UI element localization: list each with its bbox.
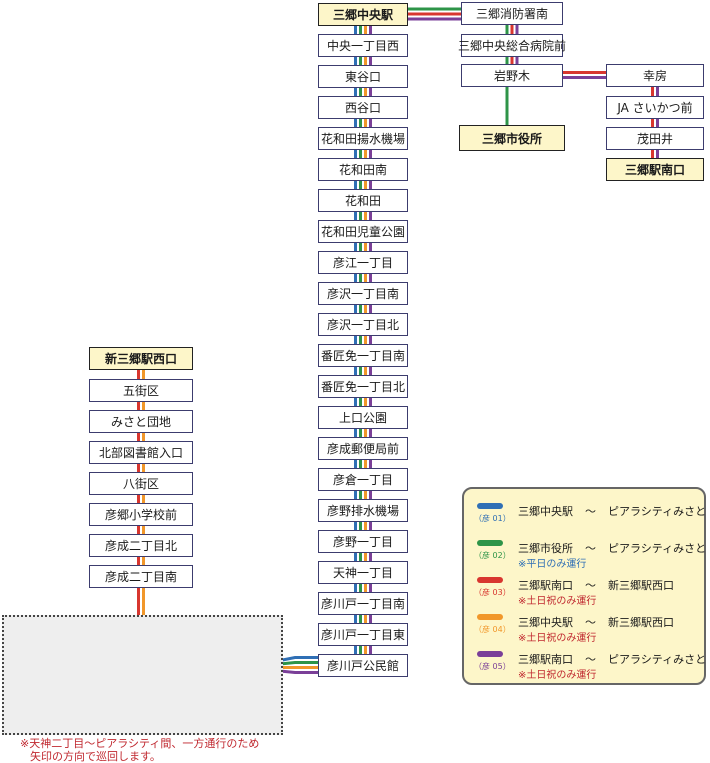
legend-from: 三郷市役所 bbox=[518, 542, 573, 555]
stop-west-6: 彦成二丁目北 bbox=[89, 534, 193, 557]
legend-tilde: ～ bbox=[585, 579, 596, 592]
legend-note: ※土日祝のみ運行 bbox=[518, 670, 597, 681]
stop-main-8: 彦江一丁目 bbox=[318, 251, 408, 274]
stop-main-7: 花和田児童公園 bbox=[318, 220, 408, 243]
legend-note: ※土日祝のみ運行 bbox=[518, 596, 597, 607]
stop-sanko-chuo-station: 三郷中央駅 bbox=[318, 3, 408, 26]
stop-main-10: 彦沢一丁目北 bbox=[318, 313, 408, 336]
stop-main-5: 花和田南 bbox=[318, 158, 408, 181]
stop-west-7: 彦成二丁目南 bbox=[89, 565, 193, 588]
stop-main-6: 花和田 bbox=[318, 189, 408, 212]
loop-area bbox=[2, 615, 283, 735]
stop-main-19: 彦川戸一丁目南 bbox=[318, 592, 408, 615]
legend-swatch bbox=[477, 540, 503, 546]
legend-route: 三郷駅南口 ～ ピアラシティみさと bbox=[518, 651, 706, 667]
stop-main-2: 東谷口 bbox=[318, 65, 408, 88]
legend-row: （彦 05） 三郷駅南口 ～ ピアラシティみさと ※土日祝のみ運行 bbox=[464, 649, 706, 681]
stop-west-4: 八街区 bbox=[89, 472, 193, 495]
legend-route: 三郷中央駅 ～ 新三郷駅西口 bbox=[518, 614, 674, 630]
stop-west-1: 五街区 bbox=[89, 379, 193, 402]
legend-to: ピアラシティみさと bbox=[608, 505, 707, 518]
legend-tilde: ～ bbox=[585, 542, 596, 555]
stop-east-3: 茂田井 bbox=[606, 127, 704, 150]
legend-row: （彦 04） 三郷中央駅 ～ 新三郷駅西口 ※土日祝のみ運行 bbox=[464, 612, 704, 644]
legend-swatch bbox=[477, 503, 503, 509]
stop-main-12: 番匠免一丁目北 bbox=[318, 375, 408, 398]
stop-east-2: JA さいかつ前 bbox=[606, 96, 704, 119]
legend-from: 三郷中央駅 bbox=[518, 616, 573, 629]
stop-main-3: 西谷口 bbox=[318, 96, 408, 119]
stop-main-14: 彦成郵便局前 bbox=[318, 437, 408, 460]
legend-from: 三郷駅南口 bbox=[518, 579, 573, 592]
route-legend: （彦 01） 三郷中央駅 ～ ピアラシティみさと （彦 02） 三郷市役所 ～ ピアラシティみ… bbox=[462, 487, 706, 685]
legend-note: ※平日のみ運行 bbox=[518, 559, 587, 570]
legend-code: （彦 02） bbox=[474, 551, 511, 560]
stop-main-18: 天神一丁目 bbox=[318, 561, 408, 584]
stop-shin-sanko-west: 新三郷駅西口 bbox=[89, 347, 193, 370]
loop-note: ※天神二丁目～ピアラシティ間、一方通行のため 矢印の方向で巡回します。 bbox=[20, 737, 259, 763]
stop-west-5: 彦郷小学校前 bbox=[89, 503, 193, 526]
stop-east-1: 幸房 bbox=[606, 64, 704, 87]
stop-sanko-south-exit: 三郷駅南口 bbox=[606, 158, 704, 181]
stop-north-3: 岩野木 bbox=[461, 64, 563, 87]
legend-swatch bbox=[477, 614, 503, 620]
legend-row: （彦 03） 三郷駅南口 ～ 新三郷駅西口 ※土日祝のみ運行 bbox=[464, 575, 704, 607]
legend-to: ピアラシティみさと bbox=[608, 653, 707, 666]
legend-to: 新三郷駅西口 bbox=[608, 579, 674, 592]
legend-note: ※土日祝のみ運行 bbox=[518, 633, 597, 644]
stop-main-11: 番匠免一丁目南 bbox=[318, 344, 408, 367]
legend-row: （彦 02） 三郷市役所 ～ ピアラシティみさと ※平日のみ運行 bbox=[464, 538, 706, 570]
stop-west-3: 北部図書館入口 bbox=[89, 441, 193, 464]
stop-main-16: 彦野排水機場 bbox=[318, 499, 408, 522]
stop-north-2: 三郷中央総合病院前 bbox=[458, 34, 566, 57]
legend-code: （彦 03） bbox=[474, 588, 511, 597]
legend-row: （彦 01） 三郷中央駅 ～ ピアラシティみさと bbox=[464, 501, 706, 533]
stop-main-4: 花和田揚水機場 bbox=[318, 127, 408, 150]
loop-note-line-2: 矢印の方向で巡回します。 bbox=[30, 750, 161, 763]
legend-route: 三郷中央駅 ～ ピアラシティみさと bbox=[518, 503, 706, 519]
stop-main-20: 彦川戸一丁目東 bbox=[318, 623, 408, 646]
stop-north-1: 三郷消防署南 bbox=[461, 2, 563, 25]
legend-to: ピアラシティみさと bbox=[608, 542, 707, 555]
legend-route: 三郷市役所 ～ ピアラシティみさと bbox=[518, 540, 706, 556]
legend-code: （彦 05） bbox=[474, 662, 511, 671]
legend-from: 三郷駅南口 bbox=[518, 653, 573, 666]
legend-swatch bbox=[477, 577, 503, 583]
stop-sanko-city-hall: 三郷市役所 bbox=[459, 125, 565, 151]
stop-main-13: 上口公園 bbox=[318, 406, 408, 429]
loop-note-line-1: ※天神二丁目～ピアラシティ間、一方通行のため bbox=[20, 737, 260, 750]
legend-tilde: ～ bbox=[585, 653, 596, 666]
legend-to: 新三郷駅西口 bbox=[608, 616, 674, 629]
legend-tilde: ～ bbox=[585, 505, 596, 518]
stop-main-15: 彦倉一丁目 bbox=[318, 468, 408, 491]
stop-west-2: みさと団地 bbox=[89, 410, 193, 433]
legend-code: （彦 01） bbox=[474, 514, 511, 523]
stop-main-9: 彦沢一丁目南 bbox=[318, 282, 408, 305]
stop-main-17: 彦野一丁目 bbox=[318, 530, 408, 553]
legend-code: （彦 04） bbox=[474, 625, 511, 634]
legend-from: 三郷中央駅 bbox=[518, 505, 573, 518]
stop-main-21: 彦川戸公民館 bbox=[318, 654, 408, 677]
stop-main-1: 中央一丁目西 bbox=[318, 34, 408, 57]
legend-tilde: ～ bbox=[585, 616, 596, 629]
legend-swatch bbox=[477, 651, 503, 657]
legend-route: 三郷駅南口 ～ 新三郷駅西口 bbox=[518, 577, 674, 593]
